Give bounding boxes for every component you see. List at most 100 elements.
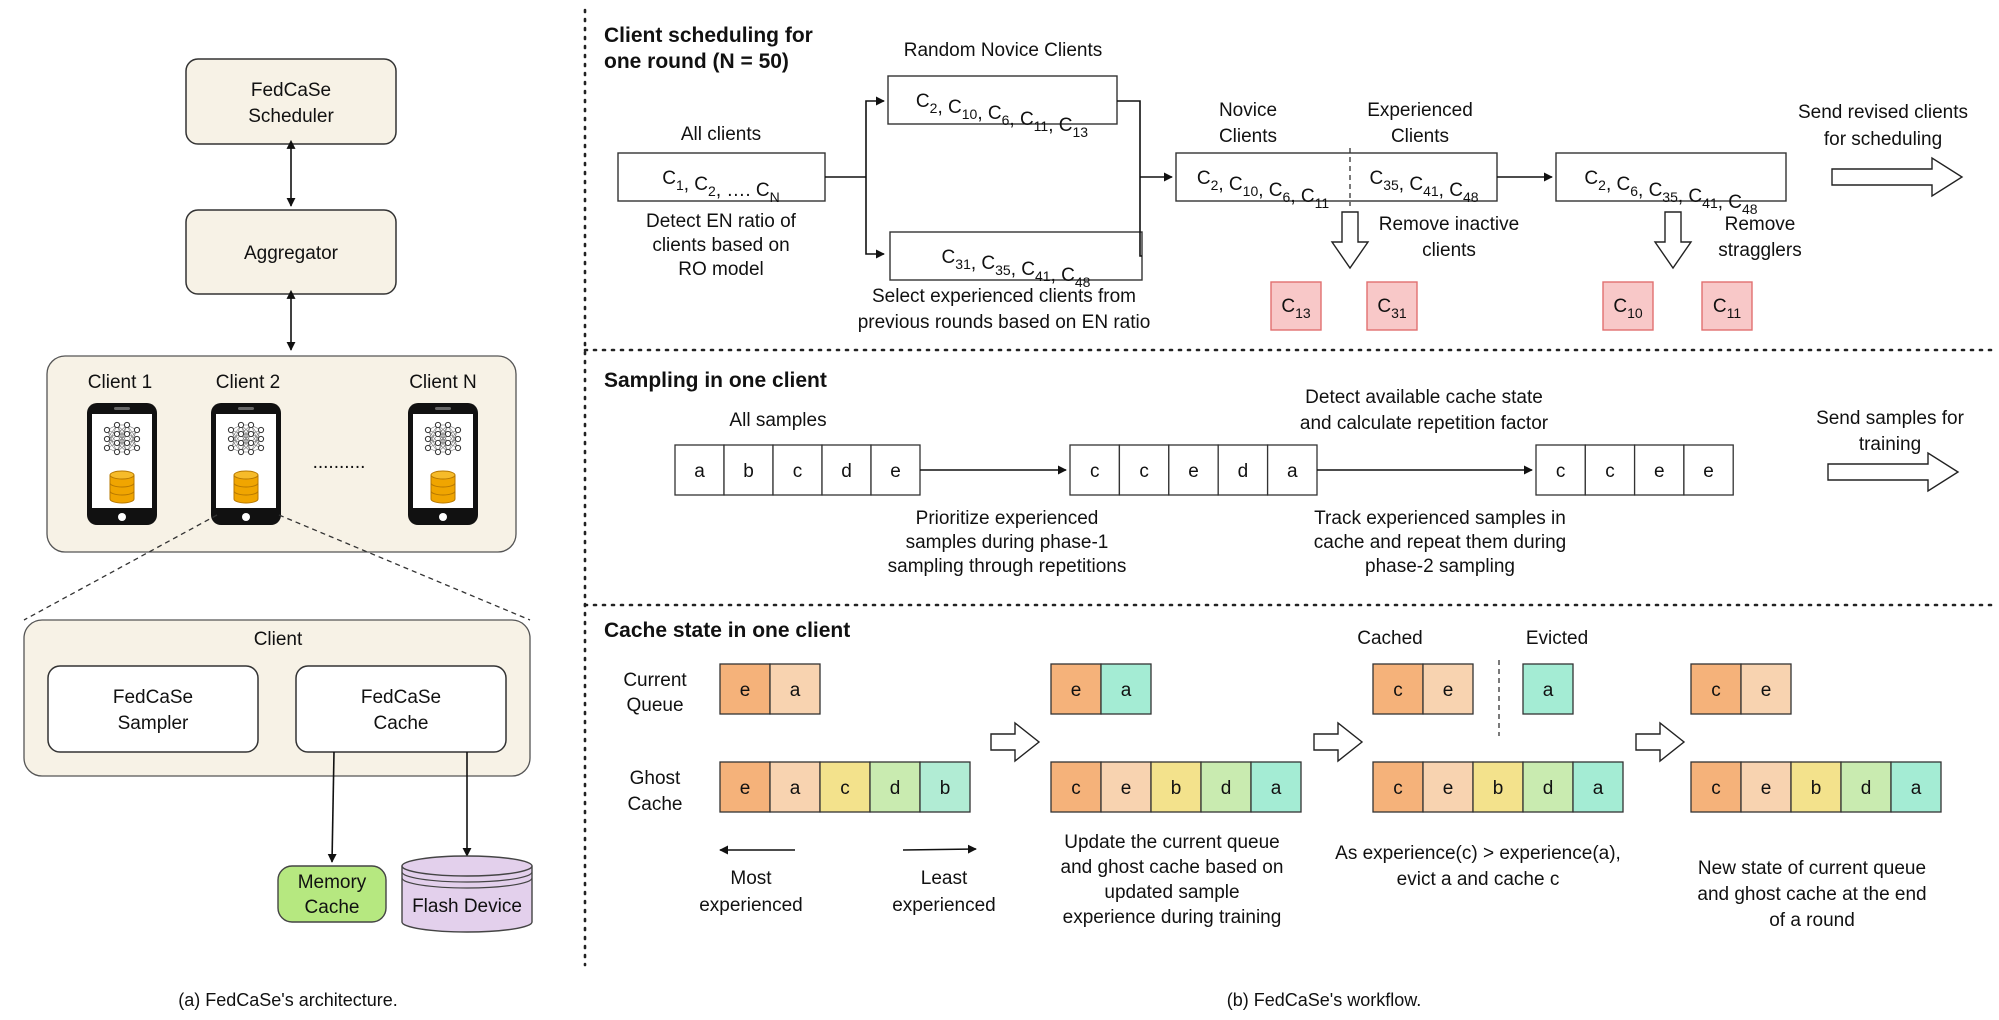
client-2-label: Client 2 [216, 372, 280, 393]
send-samples-line1: Send samples for [1816, 408, 1965, 429]
client-name: , C [1678, 186, 1702, 207]
send-revised-line1: Send revised clients [1798, 102, 1968, 123]
step2-ghost-cell-label: c [1071, 778, 1081, 799]
current-queue-label-line2: Queue [626, 695, 683, 716]
aggregator-label: Aggregator [244, 243, 339, 264]
experienced-clients-label-line1: Experienced [1367, 100, 1473, 121]
neural-network-icon [227, 421, 265, 456]
clients-ellipsis: .......... [313, 452, 366, 473]
detect-en-line1: Detect EN ratio of [646, 211, 797, 232]
client-subscript: 11 [1315, 195, 1330, 211]
step4-queue-cell-label: e [1761, 680, 1772, 701]
client-name: , …. C [716, 180, 770, 201]
step3-text-line2: evict a and cache c [1397, 869, 1560, 890]
sampler-label-line1: FedCaSe [113, 687, 193, 708]
step2-queue-cell [1050, 663, 1102, 715]
client-name: C [1369, 168, 1383, 189]
client-n-label: Client N [409, 372, 477, 393]
step2-to-step3-arrow [1313, 721, 1364, 763]
clients-container [46, 355, 517, 553]
join-lines-bottom [1139, 177, 1142, 257]
step2-queue-cell [1100, 663, 1152, 715]
sample-cell-label: c [793, 461, 803, 482]
removed-inactive-client-label: C13 [1281, 296, 1311, 321]
client-subscript: 35 [1383, 177, 1399, 193]
detect-en-line3: RO model [678, 259, 764, 280]
phase2-sample-cell-label: c [1605, 461, 1615, 482]
neural-network-icon [424, 421, 462, 456]
merged-novice-list: C2, C10, C6, C11 [1197, 168, 1329, 211]
step3-ghost-cell [1472, 761, 1524, 813]
removed-straggler-client [1602, 281, 1654, 331]
step2-ghost-cell [1150, 761, 1202, 813]
step1-ghost-cell-label: c [840, 778, 850, 799]
client-subscript: 2 [1211, 177, 1219, 193]
detect-cache-line1: Detect available cache state [1305, 387, 1543, 408]
step4-ghost-cell-label: d [1861, 778, 1872, 799]
client-subscript: 2 [930, 100, 938, 116]
cache-heading: Cache state in one client [604, 619, 850, 642]
least-experienced-line1: Least [921, 868, 968, 889]
step4-ghost-cell-label: b [1811, 778, 1822, 799]
step3-ghost-cell-label: e [1443, 778, 1454, 799]
client-subscript: 2 [1598, 177, 1606, 193]
caption-architecture: (a) FedCaSe's architecture. [178, 990, 398, 1010]
sample-cell [772, 444, 823, 496]
database-icon [233, 470, 259, 504]
cache-label-line2: Cache [374, 713, 429, 734]
step2-text-line4: experience during training [1063, 907, 1282, 928]
client-name: , C [1218, 174, 1242, 195]
removed-straggler-client-label: C10 [1613, 296, 1643, 321]
detect-en-line2: clients based on [652, 235, 789, 256]
step1-queue-cell-label: e [740, 680, 751, 701]
step4-queue-cell [1690, 663, 1742, 715]
phase1-sample-cell-label: d [1238, 461, 1249, 482]
step2-ghost-cell [1250, 761, 1302, 813]
step3-ghost-cell [1522, 761, 1574, 813]
remove-inactive-line1: Remove inactive [1379, 214, 1519, 235]
all-samples-label: All samples [729, 410, 826, 431]
scheduling-heading-line1: Client scheduling for [604, 24, 813, 47]
client-detail-title: Client [254, 629, 303, 650]
remove-stragglers-arrow [1653, 211, 1693, 270]
step3-ghost-cell-label: a [1593, 778, 1604, 799]
most-experienced-line1: Most [730, 868, 772, 889]
step3-ghost-cell [1572, 761, 1624, 813]
client-subscript: 41 [1423, 183, 1439, 199]
select-experienced-line1: Select experienced clients from [872, 286, 1136, 307]
step3-cached-cell [1422, 663, 1474, 715]
remove-inactive-line2: clients [1422, 240, 1476, 261]
step4-text-line3: of a round [1769, 910, 1855, 931]
cache-state-section: Cache state in one client Current Queue … [604, 619, 1942, 931]
architecture-panel: FedCaSe Scheduler Aggregator Client 1 Cl… [23, 58, 533, 1010]
step2-ghost-cell [1200, 761, 1252, 813]
sample-cell-label: b [743, 461, 754, 482]
cache-to-memory-arrow [327, 751, 337, 863]
evicted-label: Evicted [1526, 628, 1588, 649]
step1-ghost-cell-label: a [790, 778, 801, 799]
revised-clients-box [1555, 152, 1787, 202]
client-subscript: 41 [1035, 268, 1051, 284]
client-name: , C [1439, 180, 1463, 201]
prioritize-line1: Prioritize experienced [916, 508, 1099, 529]
remove-stragglers-line2: stragglers [1718, 240, 1801, 261]
all-clients-list: C1, C2, …. CN [662, 168, 780, 205]
step1-to-step2-arrow [990, 721, 1041, 763]
step4-queue-cell-label: c [1711, 680, 1721, 701]
join-lines-top [1117, 100, 1141, 177]
step4-ghost-cell [1790, 761, 1842, 813]
client-name: , C [1399, 174, 1423, 195]
scheduler-label-line1: FedCaSe [251, 80, 331, 101]
client-name: , C [1606, 174, 1630, 195]
sample-cell [674, 444, 725, 496]
client-subscript: 48 [1742, 201, 1758, 217]
client-subscript: 6 [1002, 112, 1010, 128]
step2-ghost-cell-label: e [1121, 778, 1132, 799]
client-subscript: 13 [1073, 124, 1089, 140]
ghost-cache-label-line2: Cache [628, 794, 683, 815]
step3-evicted-cell [1522, 663, 1574, 715]
client-name: C [1584, 168, 1598, 189]
step3-cached-cell-label: c [1393, 680, 1403, 701]
caption-workflow: (b) FedCaSe's workflow. [1227, 990, 1422, 1010]
